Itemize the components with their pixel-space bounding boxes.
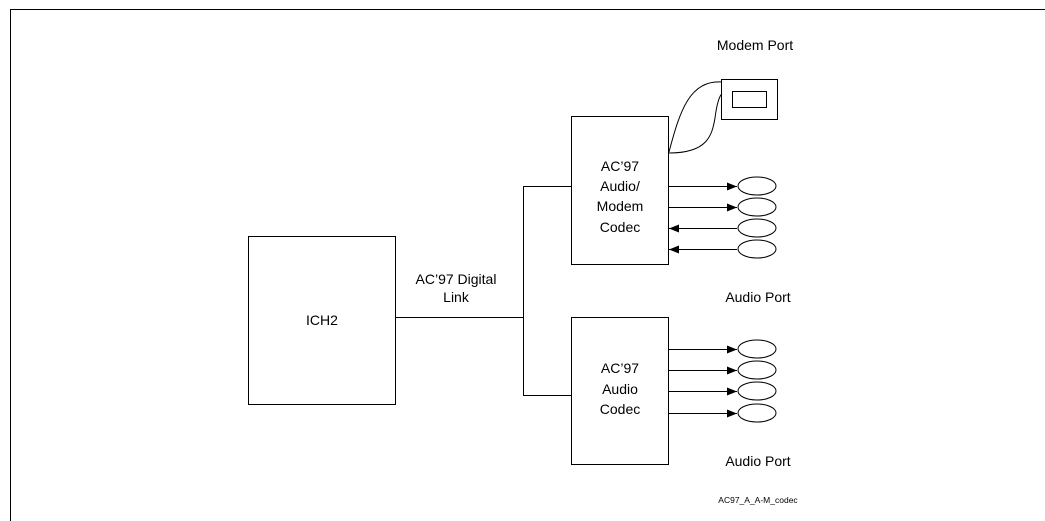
audio-codec-block xyxy=(571,317,669,465)
audio-jack xyxy=(737,339,777,359)
audio-jack xyxy=(737,218,777,238)
top-audio-port-lines xyxy=(669,182,737,254)
audio-modem-codec-block xyxy=(571,116,669,265)
audio-port-top-label: Audio Port xyxy=(725,289,790,305)
audio-port-bottom-label: Audio Port xyxy=(725,453,790,469)
audio-modem-codec-line2: Audio/ xyxy=(600,178,640,194)
figure-id: AC97_A_A-M_codec xyxy=(718,495,798,505)
digital-link-label-line2: Link xyxy=(443,289,470,305)
bottom-audio-port-lines xyxy=(669,345,737,418)
audio-jack xyxy=(737,176,777,196)
modem-port-socket xyxy=(732,91,767,108)
audio-modem-codec-line3: Modem xyxy=(597,198,644,214)
digital-link-wiring xyxy=(396,186,571,396)
audio-modem-codec-line1: AC’97 xyxy=(601,158,639,174)
audio-jack xyxy=(737,360,777,380)
audio-modem-codec-line4: Codec xyxy=(600,219,640,235)
bottom-audio-jacks xyxy=(737,339,777,423)
top-audio-jacks xyxy=(737,176,777,259)
audio-jack xyxy=(737,381,777,401)
audio-jack xyxy=(737,239,777,259)
audio-codec-line3: Codec xyxy=(600,401,640,417)
digital-link-label-line1: AC’97 Digital xyxy=(416,271,497,287)
audio-jack xyxy=(737,197,777,217)
ich2-label: ICH2 xyxy=(306,312,338,328)
audio-jack xyxy=(737,403,777,423)
audio-codec-line2: Audio xyxy=(602,381,638,397)
audio-codec-line1: AC’97 xyxy=(601,360,639,376)
modem-cable-inner xyxy=(668,93,723,154)
ich2-block xyxy=(248,236,396,405)
modem-port-label: Modem Port xyxy=(717,37,793,53)
modem-cable-outer xyxy=(668,81,723,153)
